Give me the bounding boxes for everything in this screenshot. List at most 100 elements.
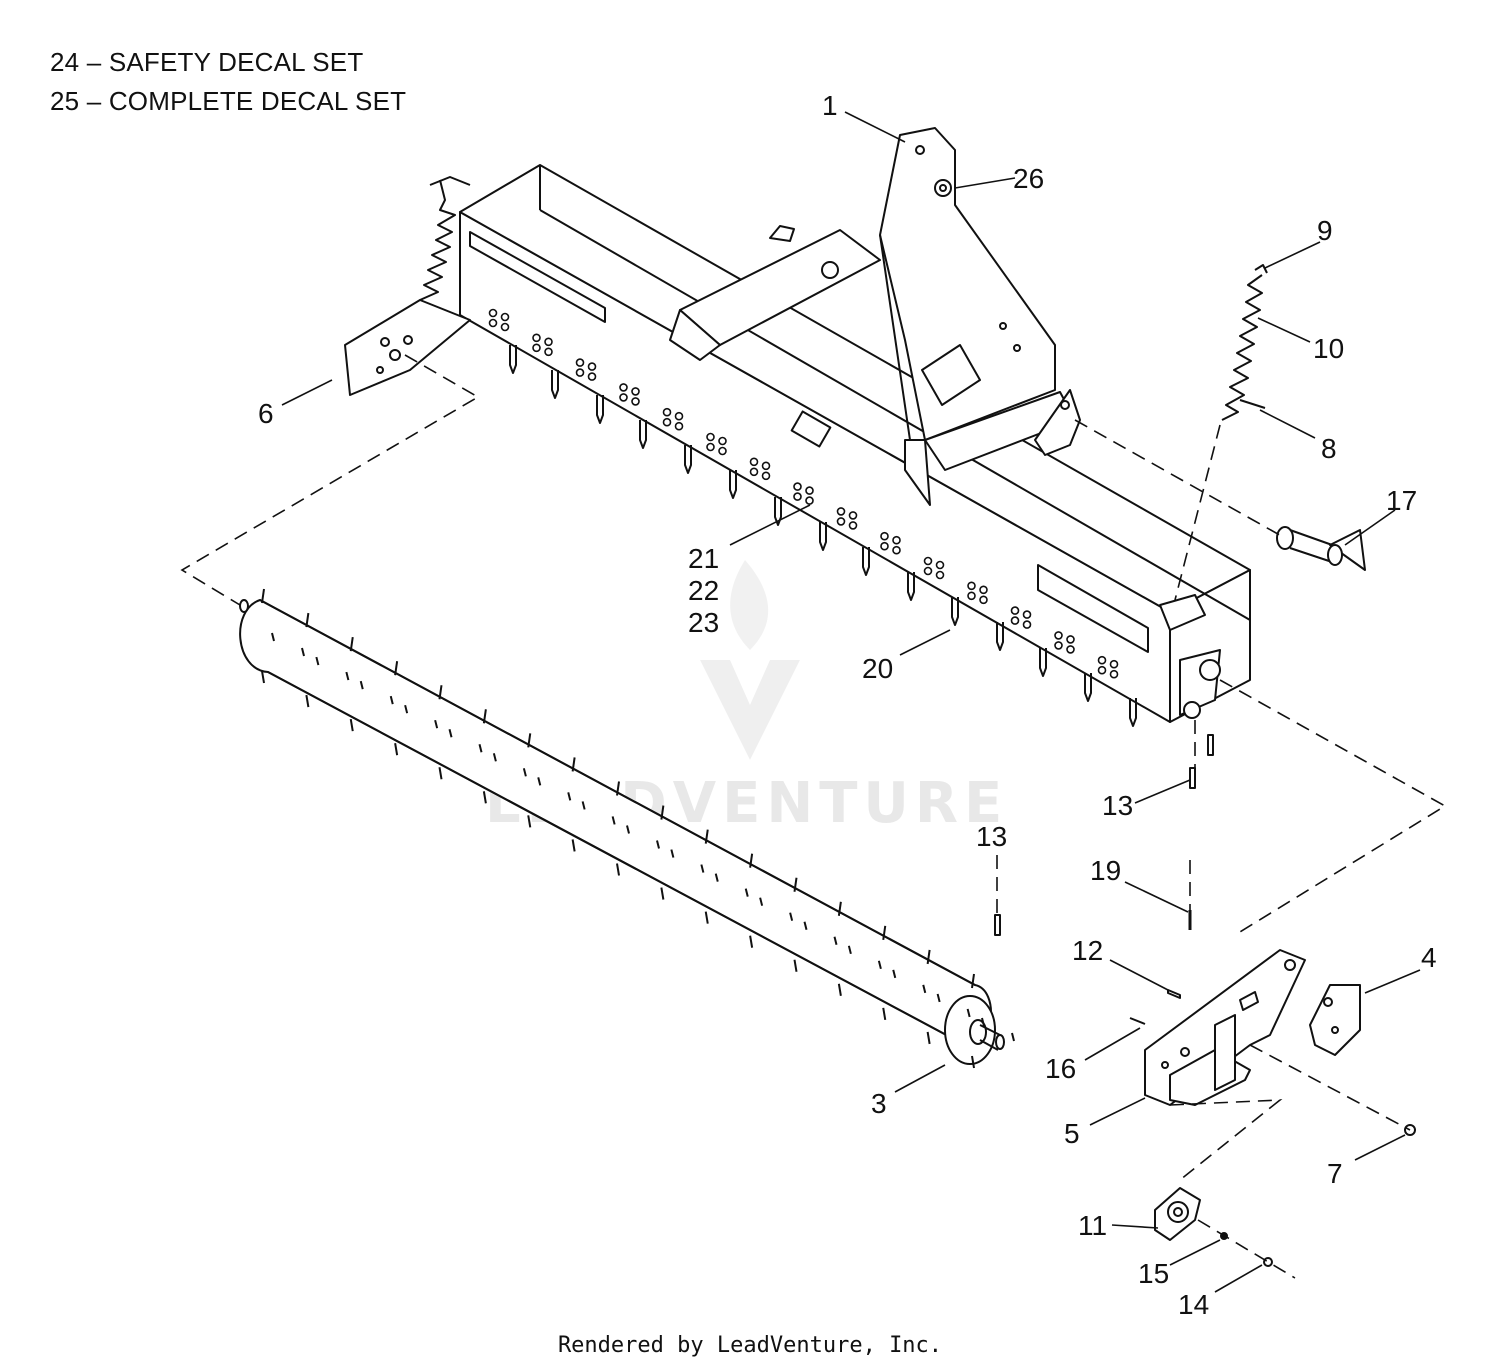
spike [492,753,497,762]
callout-21: 21 [688,543,719,574]
spike [803,921,808,930]
callout-15: 15 [1138,1258,1169,1289]
spike [926,949,931,965]
callout-5: 5 [1064,1118,1080,1149]
spike [305,694,310,708]
callout-3: 3 [871,1088,887,1119]
spike [660,805,665,820]
bolt-hole [805,486,814,495]
spike [837,901,842,916]
bolt-hole [880,541,889,551]
spike [394,661,399,676]
bolt-hole [488,308,498,318]
spike-roller [239,599,1005,1065]
spike [616,781,620,796]
hitch-tower [879,127,1076,506]
bolt-hole [967,581,976,591]
spike [394,743,399,756]
bolt-hole [923,556,933,566]
callout-16: 16 [1045,1053,1076,1084]
bolt-hole [631,387,640,396]
spike [271,632,275,642]
bolt-hole [706,432,715,442]
left-spring-assembly [344,176,471,396]
bolt-hole [1022,610,1032,619]
bearing-bracket [1144,949,1306,1106]
bolt-hole [1066,645,1075,654]
spike [438,685,443,700]
bolt-hole [880,531,889,541]
spike [359,680,364,690]
spike [404,704,409,714]
spike [482,791,487,804]
spike [714,873,719,882]
bolt-hole [619,383,628,392]
callout-7: 7 [1327,1158,1343,1189]
bolt-hole [749,457,759,467]
bolt-hole [1109,669,1119,679]
spike [626,825,630,834]
spike [581,801,586,810]
callout-23: 23 [688,607,719,638]
spike [349,718,354,732]
callout-14: 14 [1178,1289,1209,1320]
bolt-hole [500,322,510,332]
spike [611,816,616,825]
callout-20: 20 [862,653,893,684]
spike [448,729,453,738]
right-spring-assembly [1221,264,1268,421]
bolt-hole [1054,641,1063,650]
bolt-hole [488,318,498,328]
spike [936,993,941,1003]
bolt-hole [631,397,640,406]
roller-spikes [261,588,1015,1069]
spike [261,670,265,684]
bolt-hole [793,482,802,491]
spike [660,887,665,900]
spike [966,1008,971,1018]
bolt-hole [1010,616,1020,625]
bolt-hole [1097,665,1107,675]
spike [793,959,798,972]
spike [571,839,576,852]
spike [345,671,350,681]
flange-bearing [1154,1187,1201,1241]
bolt-hole [662,407,672,417]
bolt-hole [544,347,553,357]
bolt-hole [575,368,585,377]
callout-8: 8 [1321,433,1337,464]
callout-leaders [281,111,1421,1293]
spike [926,1031,931,1045]
spike [527,733,532,748]
callout-17: 17 [1386,485,1417,516]
bolt-hole [532,333,541,343]
bolt-hole [575,358,585,367]
bolt-hole [793,492,802,501]
spike [704,911,709,924]
callout-22: 22 [688,575,719,606]
spike [882,925,887,941]
bolt-hole [718,446,727,456]
callout-1: 1 [822,90,838,121]
callout-26: 26 [1013,163,1044,194]
spike [438,767,443,780]
spike [892,969,897,979]
bolt-hole [967,591,976,601]
bolt-hole [587,362,597,371]
spike [922,984,927,994]
bolt-hole [749,467,759,477]
spike [522,768,527,777]
bolt-hole [979,595,988,605]
spike [789,912,794,921]
spike [349,636,354,652]
footer-credit: Rendered by LeadVenture, Inc. [557,1333,943,1358]
dashed-leader-lines [180,354,1447,1279]
bolt-hole [674,421,684,431]
bolt-hole [706,442,715,452]
bolt-hole [619,393,628,402]
bolt-hole [1097,655,1107,665]
bolt-hole [761,461,771,471]
spike [971,973,975,989]
callout-11: 11 [1078,1210,1107,1241]
spike [478,744,483,753]
